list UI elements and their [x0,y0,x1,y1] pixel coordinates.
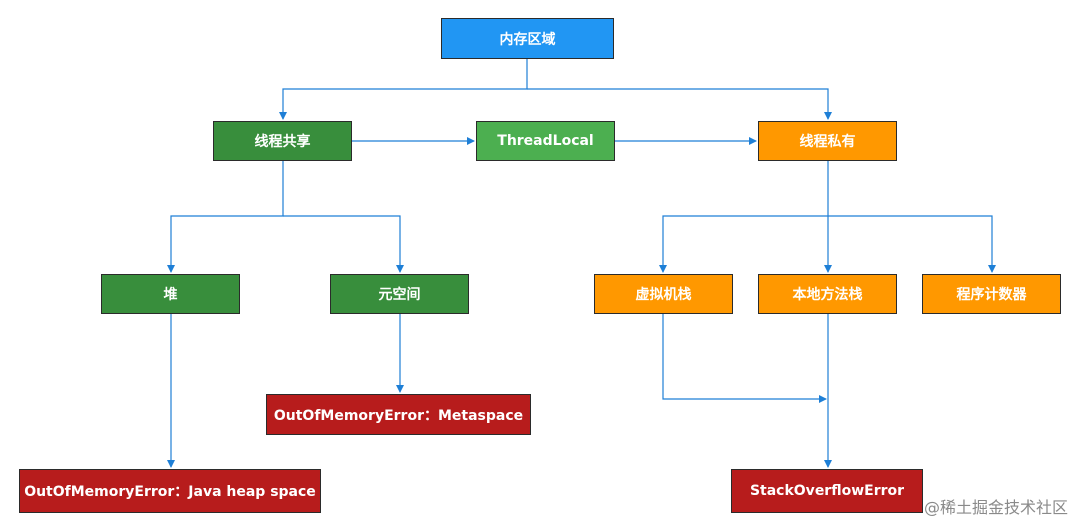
oom-metaspace-node: OutOfMemoryError：Metaspace [266,394,531,435]
stack-overflow-node: StackOverflowError [731,469,923,513]
edge-private-to-pc [828,215,996,273]
native-method-stack-node: 本地方法栈 [758,274,897,314]
edge-private-to-vmstack [659,161,829,273]
thread-private-node: 线程私有 [758,121,897,161]
oom-heap-node: OutOfMemoryError：Java heap space [19,469,321,513]
heap-node: 堆 [101,274,240,314]
edge-shared-to-metaspace [283,215,404,273]
vm-stack-node: 虚拟机栈 [594,274,733,314]
metaspace-node: 元空间 [330,274,469,314]
watermark-text: @稀土掘金技术社区 [923,498,1068,517]
edge-root-to-private [527,88,832,120]
edge-shared-to-heap [167,161,284,273]
thread-shared-node: 线程共享 [213,121,352,161]
edge-root-to-shared [279,59,528,120]
program-counter-node: 程序计数器 [922,274,1061,314]
edge-vmstack-to-merge [662,314,827,403]
threadlocal-node: ThreadLocal [476,121,615,161]
memory-area-node: 内存区域 [441,18,614,59]
